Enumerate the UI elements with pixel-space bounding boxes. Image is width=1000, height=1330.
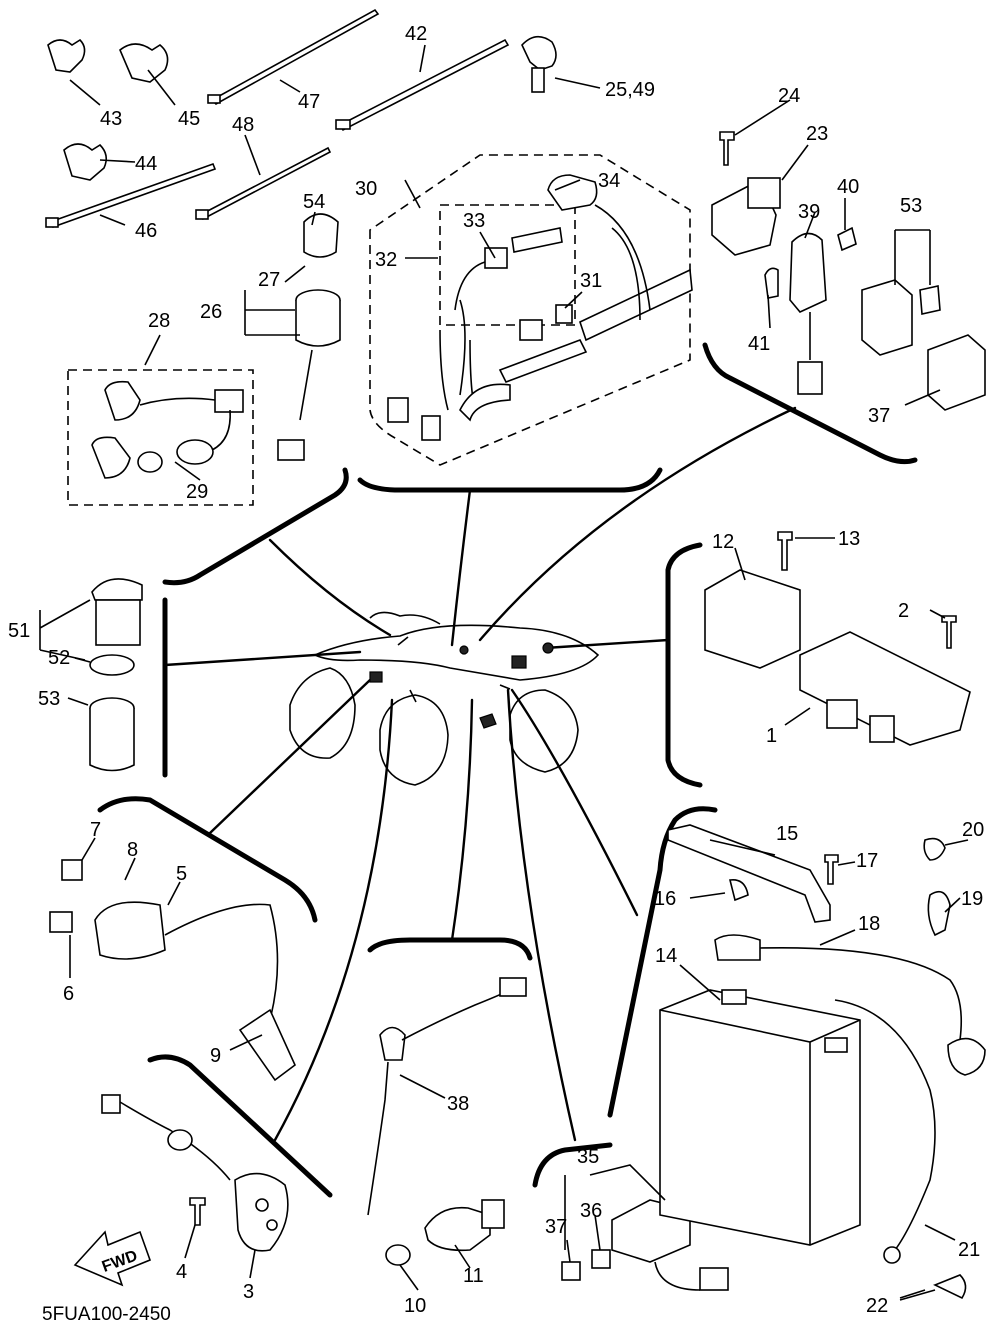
callout-20: 20 (962, 819, 984, 841)
callout-53: 53 (38, 688, 60, 710)
callout-28: 28 (148, 310, 170, 332)
callout-13: 13 (838, 528, 860, 550)
callout-38: 37 (868, 405, 890, 427)
callout-19: 19 (961, 888, 983, 910)
callout-10: 10 (404, 1295, 426, 1317)
callout-6: 6 (63, 983, 74, 1005)
callout-34: 34 (598, 170, 620, 192)
callout-55: 54 (303, 191, 325, 213)
callout-51: 51 (8, 620, 30, 642)
callout-5: 5 (176, 863, 187, 885)
callout-26: 26 (200, 301, 222, 323)
callout-48: 47 (298, 91, 320, 113)
atv-outline (289, 611, 600, 786)
callout-4: 4 (176, 1261, 187, 1283)
callout-21: 21 (958, 1239, 980, 1261)
callout-16: 16 (654, 888, 676, 910)
callout-18: 18 (858, 913, 880, 935)
callout-37: 37 (545, 1216, 567, 1238)
diagram-code: 5FUA100-2450 (42, 1304, 171, 1325)
callout-45: 44 (135, 153, 157, 175)
callout-41: 40 (837, 176, 859, 198)
callout-15: 15 (776, 823, 798, 845)
callout-43: 42 (405, 23, 427, 45)
callout-29: 29 (186, 481, 208, 503)
callout-1: 1 (766, 725, 777, 747)
callout-25-49: 25,49 (605, 79, 655, 101)
leader-lines (163, 406, 797, 1142)
callout-17: 17 (856, 850, 878, 872)
callout-7: 7 (90, 819, 101, 841)
callout-3: 3 (243, 1281, 254, 1303)
callout-44: 43 (100, 108, 122, 130)
dashed-boxes (67, 154, 691, 506)
callout-leaders (39, 44, 969, 1299)
group-brackets (97, 342, 918, 1198)
callout-46: 45 (178, 108, 200, 130)
callout-8: 8 (127, 839, 138, 861)
callout-22: 22 (866, 1295, 888, 1317)
callout-47: 46 (135, 220, 157, 242)
callout-31: 31 (580, 270, 602, 292)
callout-12: 12 (712, 531, 734, 553)
callout-14: 14 (655, 945, 677, 967)
callout-27: 27 (258, 269, 280, 291)
callout-30: 30 (355, 178, 377, 200)
callout-9: 9 (210, 1045, 221, 1067)
callout-40: 39 (798, 201, 820, 223)
callout-33: 33 (463, 210, 485, 232)
parts (45, 8, 986, 1301)
fwd-arrow (73, 1230, 152, 1287)
callout-23: 23 (806, 123, 828, 145)
callout-32: 32 (375, 249, 397, 271)
callout-11: 11 (463, 1265, 484, 1287)
callout-39: 38 (447, 1093, 469, 1115)
callout-42: 41 (748, 333, 770, 355)
callout-labels: 43 45 44 46 47 42 48 25,49 54 27 26 28 2… (8, 23, 984, 1317)
callout-36: 36 (580, 1200, 602, 1222)
callout-24: 24 (778, 85, 800, 107)
callout-35: 35 (577, 1146, 599, 1168)
callout-54: 53 (900, 195, 922, 217)
callout-52: 52 (48, 647, 70, 669)
callout-50: 48 (232, 114, 254, 136)
callout-2: 2 (898, 600, 909, 622)
